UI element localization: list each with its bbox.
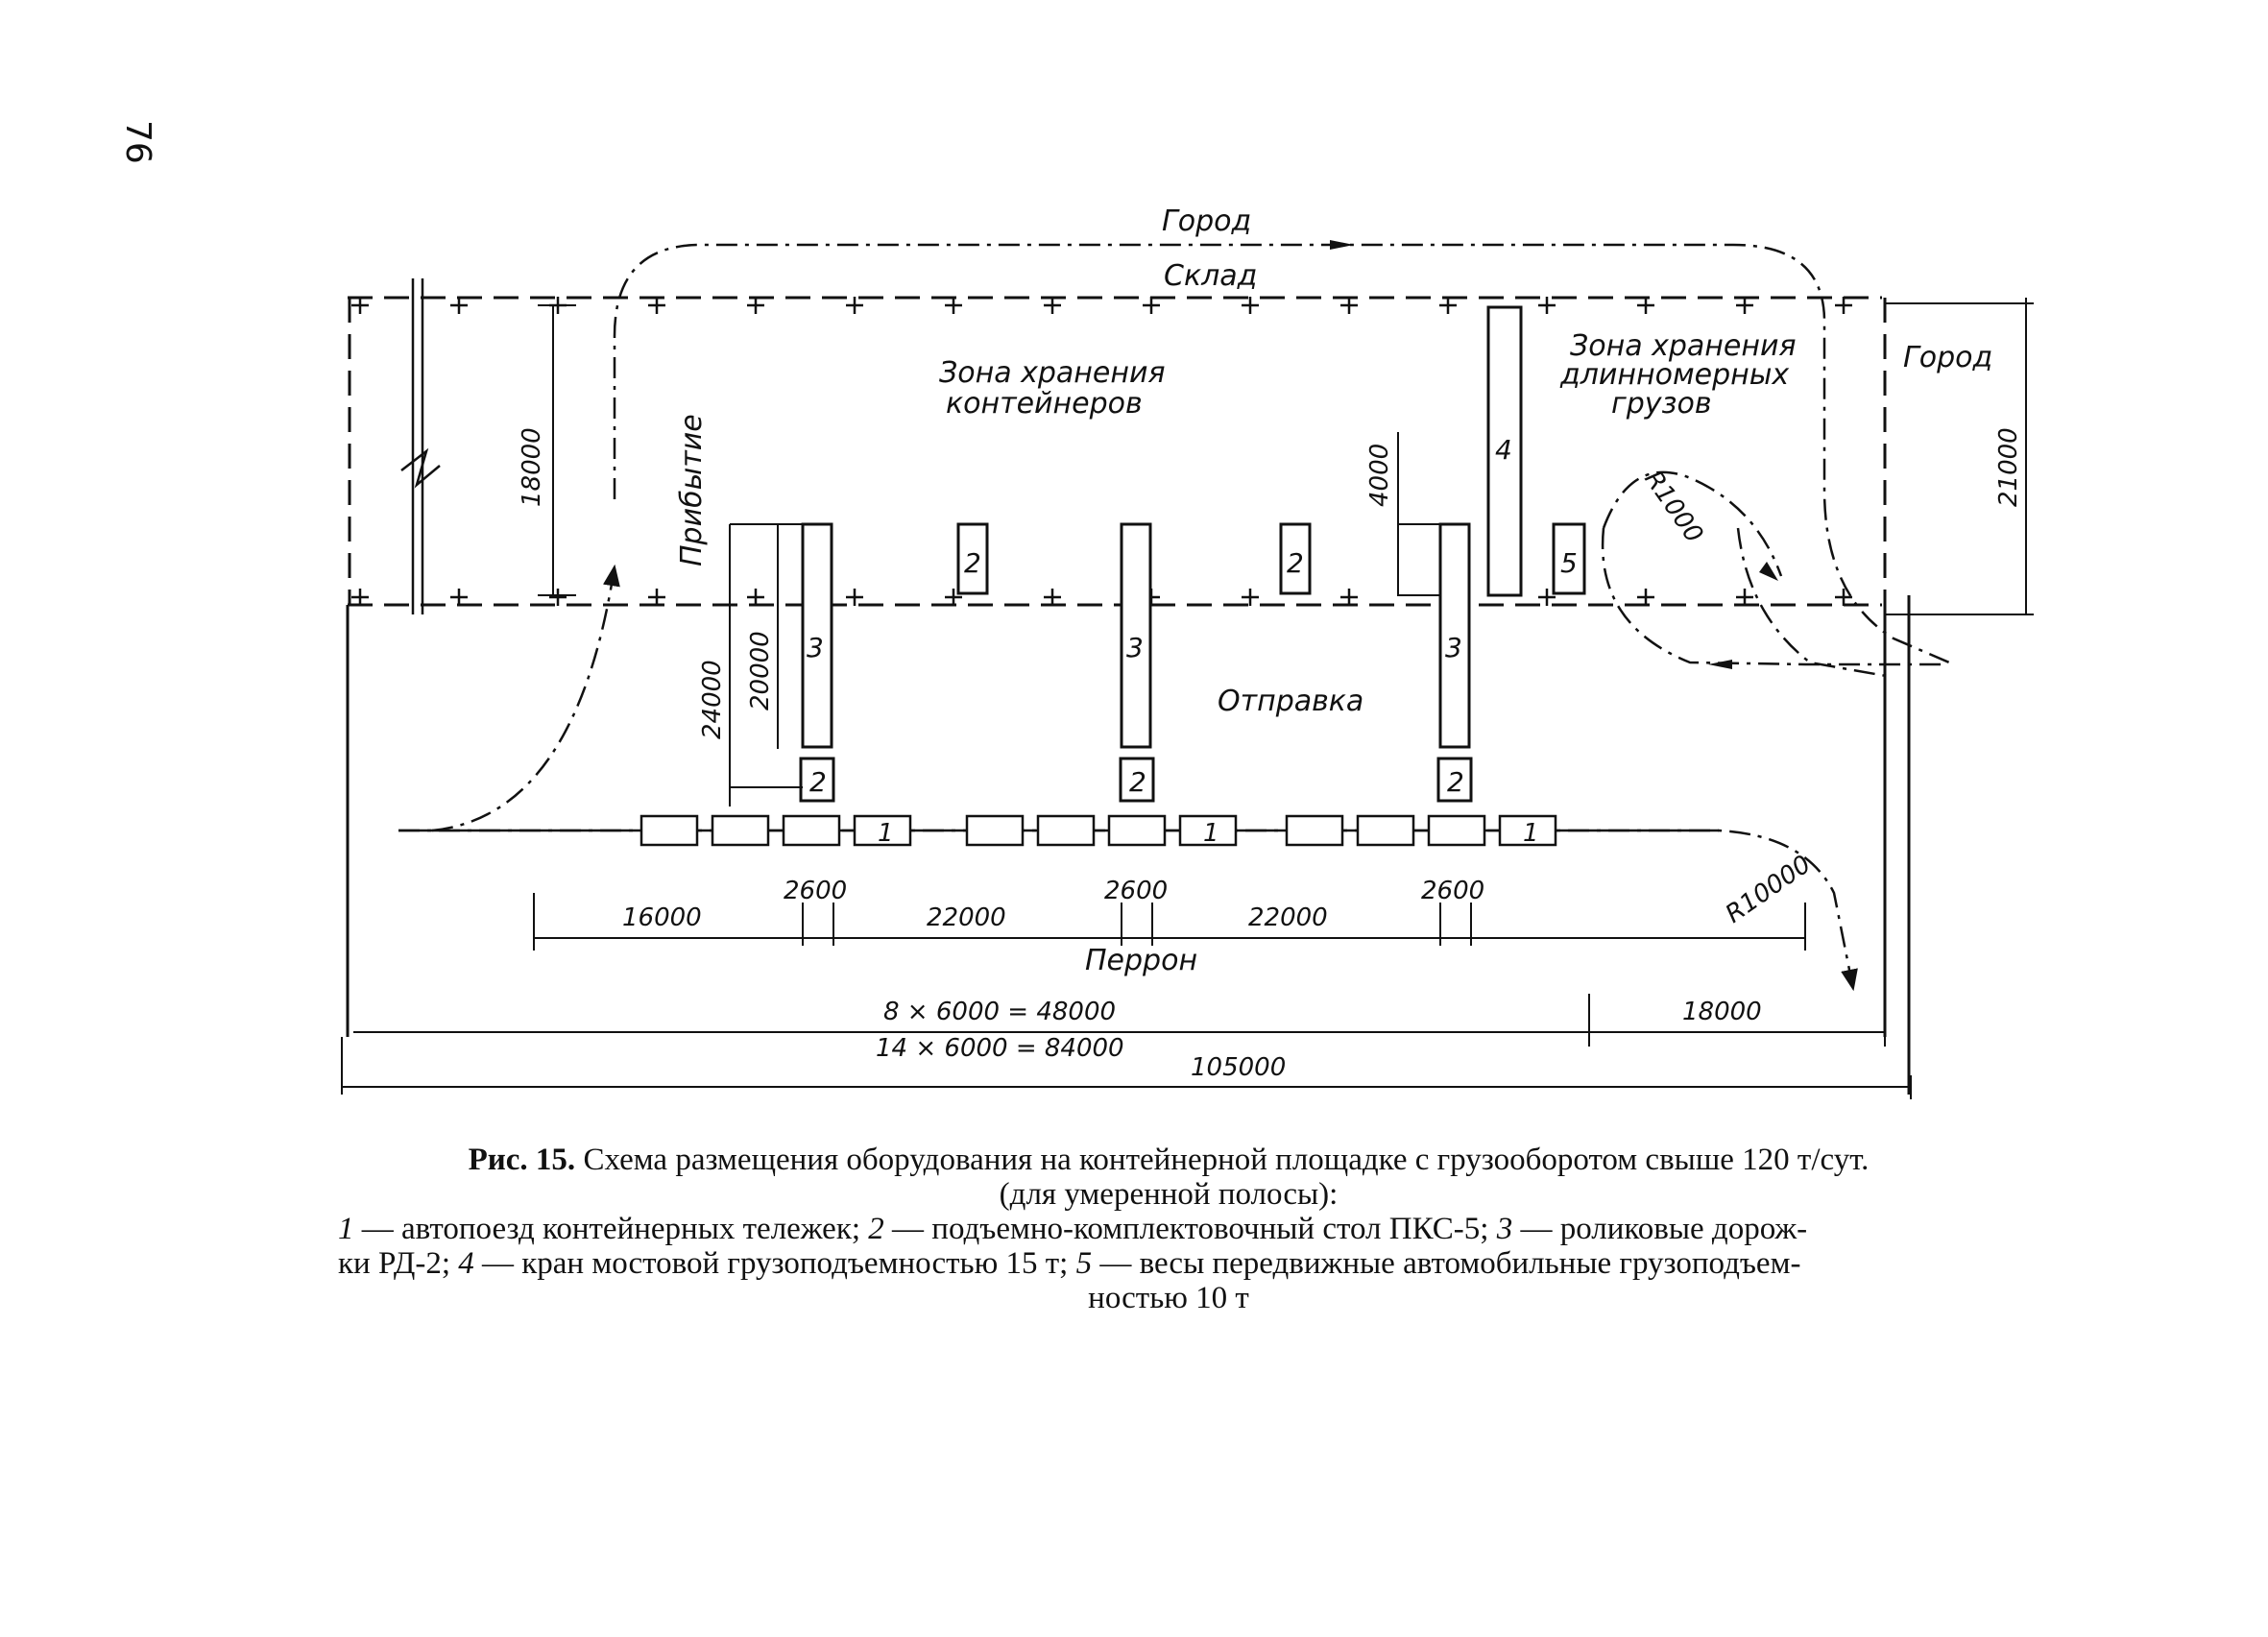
trolley-car xyxy=(1427,814,1486,847)
table-4 xyxy=(1119,757,1155,803)
roller-track-1 xyxy=(801,522,833,749)
legend-text-5: — весы передвижные автомобильные грузопо… xyxy=(1092,1246,1801,1281)
trolley-car xyxy=(1107,814,1167,847)
dimension-texts: 18000 21000 4000 24000 20000 16000 2600 … xyxy=(518,427,2023,1082)
dim-2600-a: 2600 xyxy=(784,877,847,905)
legend-num-5: 5 xyxy=(1075,1246,1093,1281)
label-perron: Перрон xyxy=(1085,944,1197,977)
dim-21000: 21000 xyxy=(1994,427,2023,507)
trolley-label: 1 xyxy=(1523,819,1539,848)
legend-text-3b: ки РД-2; xyxy=(338,1246,459,1281)
label-zona-dlin-1: Зона хранения xyxy=(1570,329,1797,363)
crane-runway xyxy=(1486,305,1523,597)
caption-legend-3: ностью 10 т xyxy=(1088,1281,1249,1315)
roller-label-1: 3 xyxy=(807,632,824,663)
label-sklad: Склад xyxy=(1164,259,1257,293)
trolley-car xyxy=(1498,814,1557,847)
trolley-car xyxy=(639,814,699,847)
warehouse-frame xyxy=(348,278,1887,614)
route-arrows xyxy=(1330,240,1778,669)
table-label-1: 2 xyxy=(964,547,981,579)
dim-16000: 16000 xyxy=(622,903,702,932)
crane-label: 4 xyxy=(1495,434,1512,466)
legend-num-4: 4 xyxy=(458,1246,474,1281)
table-label-4: 2 xyxy=(1129,766,1146,798)
dim-84000: 14 × 6000 = 84000 xyxy=(876,1034,1124,1063)
zone-labels: Город Склад Город Зона хранения контейне… xyxy=(675,205,1992,977)
roller-label-3: 3 xyxy=(1445,632,1462,663)
legend-num-2: 2 xyxy=(868,1212,884,1246)
legend-text-2: — подъемно-комплектовочный стол ПКС-5; xyxy=(883,1212,1497,1246)
dim-r1000: R1000 xyxy=(1638,466,1708,548)
dim-2600-c: 2600 xyxy=(1421,877,1484,905)
caption-title-1: Рис. 15. Схема размещения оборудования н… xyxy=(338,1143,1999,1177)
label-pribytie: Прибытие xyxy=(675,414,709,566)
trolley-label: 1 xyxy=(1203,819,1219,848)
equipment xyxy=(729,305,1586,803)
table-label-2: 2 xyxy=(1287,547,1304,579)
dim-4000: 4000 xyxy=(1365,444,1394,507)
equipment-labels: 3 3 3 4 2 2 2 2 2 5 xyxy=(807,434,1578,798)
roller-track-2 xyxy=(1120,522,1152,749)
trolley-car xyxy=(782,814,841,847)
scales xyxy=(1552,522,1586,595)
dim-r10000: R10000 xyxy=(1721,850,1817,928)
caption-title-text: Схема размещения оборудования на контейн… xyxy=(583,1143,1870,1177)
trolley-car xyxy=(853,814,912,847)
legend-text-3: — роликовые дорож- xyxy=(1512,1212,1808,1246)
table-3 xyxy=(799,757,835,803)
trolley-car xyxy=(1178,814,1238,847)
label-zona-dlin-3: грузов xyxy=(1611,387,1712,421)
traffic-routes xyxy=(398,243,1950,992)
legend-num-3: 3 xyxy=(1496,1212,1513,1246)
dim-2600-b: 2600 xyxy=(1104,877,1168,905)
trolley-label: 1 xyxy=(878,819,894,848)
trolley-train: 1 1 1 xyxy=(398,814,1719,848)
scales-label: 5 xyxy=(1560,547,1578,579)
label-gorod-right: Город xyxy=(1903,341,1992,374)
table-5 xyxy=(1436,757,1473,803)
table-label-3: 2 xyxy=(809,766,827,798)
label-zona-kont-1: Зона хранения xyxy=(939,356,1166,390)
caption-title-2: (для умеренной полосы): xyxy=(999,1177,1339,1212)
label-gorod-top: Город xyxy=(1162,205,1251,238)
dim-22000-a: 22000 xyxy=(927,903,1006,932)
dim-24000: 24000 xyxy=(698,660,727,739)
caption-fig-label: Рис. 15. xyxy=(468,1143,576,1177)
column-marks-top xyxy=(351,297,1852,314)
roller-track-3 xyxy=(1438,522,1471,749)
figure-caption: Рис. 15. Схема размещения оборудования н… xyxy=(338,1143,1999,1315)
caption-legend-2: ки РД-2; 4 — кран мостовой грузоподъемно… xyxy=(338,1246,1999,1281)
table-label-5: 2 xyxy=(1447,766,1464,798)
dim-105000: 105000 xyxy=(1191,1053,1286,1082)
legend-num-1: 1 xyxy=(338,1212,354,1246)
dim-48000: 8 × 6000 = 48000 xyxy=(883,998,1116,1026)
label-otpravka: Отправка xyxy=(1218,685,1363,718)
caption-legend-1: 1 — автопоезд контейнерных тележек; 2 — … xyxy=(338,1212,1999,1246)
roller-label-2: 3 xyxy=(1126,632,1144,663)
dimension-lines xyxy=(341,302,2034,1099)
dim-20000: 20000 xyxy=(746,631,775,710)
trolley-car xyxy=(1285,814,1344,847)
table-1 xyxy=(956,522,989,595)
label-zona-kont-2: контейнеров xyxy=(946,387,1143,421)
legend-text-4: — кран мостовой грузоподъемностью 15 т; xyxy=(473,1246,1076,1281)
legend-text-1: — автопоезд контейнерных тележек; xyxy=(353,1212,869,1246)
trolley-car xyxy=(965,814,1025,847)
trolley-car xyxy=(1036,814,1096,847)
trolley-car xyxy=(1356,814,1415,847)
page-number: 76 xyxy=(118,120,157,164)
dim-22000-b: 22000 xyxy=(1248,903,1328,932)
dim-18000-bottom: 18000 xyxy=(1682,998,1762,1026)
column-marks-bottom xyxy=(351,589,1852,606)
table-2 xyxy=(1279,522,1312,595)
dim-18000-left: 18000 xyxy=(518,427,546,507)
trolley-car xyxy=(711,814,770,847)
label-zona-dlin-2: длинномерных xyxy=(1559,358,1789,392)
